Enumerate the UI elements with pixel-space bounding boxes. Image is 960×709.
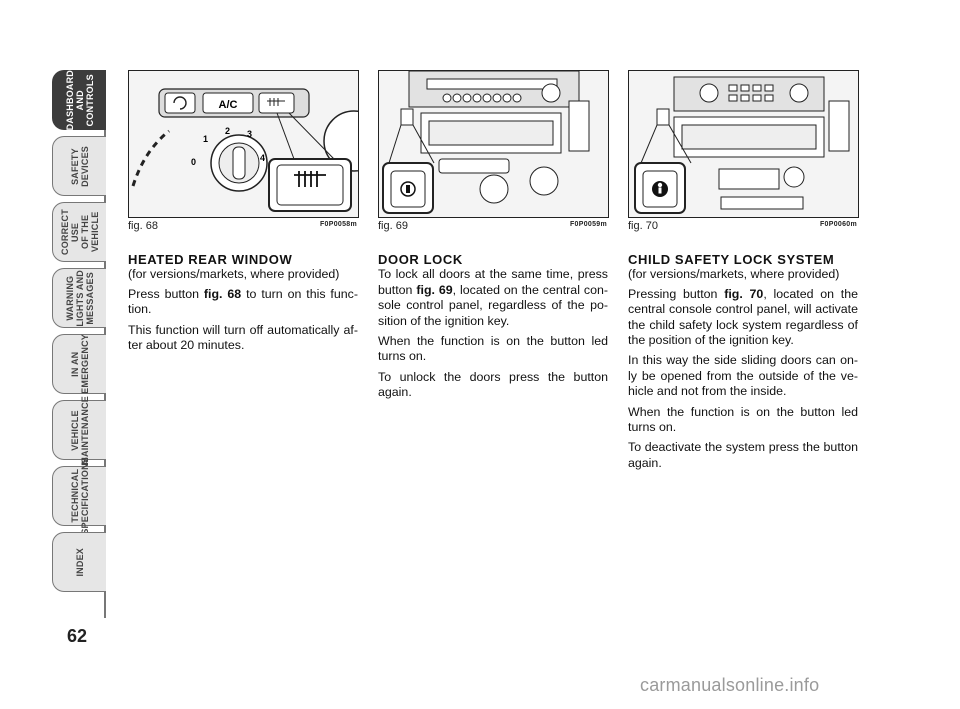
- tab-label: IN AN EMERGENCY: [69, 334, 90, 394]
- paragraph: To unlock the doors press the button aga…: [378, 369, 608, 400]
- figure-69-caption: fig. 69 F0P0059m: [378, 220, 607, 232]
- paragraph: This function will turn off automaticall…: [128, 322, 358, 353]
- dial-number: 4: [260, 153, 265, 163]
- paragraph: To lock all doors at the same time, pres…: [378, 267, 608, 328]
- figure-label: fig. 69: [378, 220, 408, 232]
- section-subtitle: (for versions/markets, where provided): [128, 267, 340, 282]
- paragraph: When the function is on the button led t…: [378, 334, 608, 364]
- tab-label: INDEX: [74, 547, 85, 577]
- tab-label: SAFETY DEVICES: [69, 145, 90, 187]
- section-door-lock: DOOR LOCK To lock all doors at the same …: [378, 252, 608, 406]
- tab-in-an-emergency[interactable]: IN AN EMERGENCY: [52, 334, 106, 394]
- tab-label: DASHBOARD AND CONTROLS: [64, 69, 95, 131]
- tab-warning-lights[interactable]: WARNING LIGHTS AND MESSAGES: [52, 268, 106, 328]
- paragraph: When the function is on the button led t…: [628, 404, 858, 435]
- paragraph: Press button fig. 68 to turn on this fun…: [128, 286, 358, 317]
- tab-label: WARNING LIGHTS AND MESSAGES: [64, 269, 95, 327]
- dial-number: 3: [247, 129, 252, 139]
- figure-label: fig. 70: [628, 220, 658, 232]
- tab-dashboard-and-controls[interactable]: DASHBOARD AND CONTROLS: [52, 70, 106, 130]
- section-heated-rear-window: HEATED REAR WINDOW (for versions/markets…: [128, 252, 358, 358]
- tab-label: TECHNICAL SPECIFICATIONS: [69, 457, 90, 535]
- tab-safety-devices[interactable]: SAFETY DEVICES: [52, 136, 106, 196]
- paragraph: To deactivate the system press the butto…: [628, 440, 858, 470]
- figure-70-child-safety-lock: [628, 70, 859, 218]
- console-child-lock-illustration: [629, 71, 858, 217]
- figure-reference[interactable]: fig. 68: [203, 286, 242, 301]
- dial-number: 1: [203, 134, 208, 144]
- tab-label: CORRECT USE OF THE VEHICLE: [59, 209, 100, 255]
- figure-68-caption: fig. 68 F0P0058m: [128, 220, 357, 232]
- heated-rear-window-icon: [294, 171, 326, 187]
- ac-button-label: A/C: [219, 99, 238, 111]
- dial-number: 2: [225, 126, 230, 136]
- figure-code: F0P0059m: [569, 221, 607, 228]
- paragraph: In this way the side sliding doors can o…: [628, 353, 858, 399]
- door-lock-icon: [400, 181, 416, 197]
- figure-reference[interactable]: fig. 69: [416, 282, 453, 297]
- figure-label: fig. 68: [128, 220, 158, 232]
- tab-correct-use[interactable]: CORRECT USE OF THE VEHICLE: [52, 202, 106, 262]
- tab-vehicle-maintenance[interactable]: VEHICLE MAINTENANCE: [52, 396, 106, 464]
- figure-code: F0P0060m: [819, 221, 857, 228]
- tab-technical-specifications[interactable]: TECHNICAL SPECIFICATIONS: [52, 457, 106, 535]
- dial-number: 0: [191, 157, 196, 167]
- figure-69-door-lock: [378, 70, 609, 218]
- tab-label: VEHICLE MAINTENANCE: [69, 395, 90, 465]
- section-title: HEATED REAR WINDOW: [128, 252, 293, 267]
- climate-panel-illustration: A/C 0 1 2 3 4: [129, 71, 358, 217]
- chapter-tabs: DASHBOARD AND CONTROLS SAFETY DEVICES CO…: [52, 70, 106, 598]
- page-number: 62: [66, 626, 88, 646]
- section-child-safety-lock: CHILD SAFETY LOCK SYSTEM (for versions/m…: [628, 252, 858, 476]
- child-lock-icon: [652, 181, 668, 197]
- tab-index[interactable]: INDEX: [52, 532, 106, 592]
- figure-reference[interactable]: fig. 70: [724, 286, 764, 301]
- figure-70-caption: fig. 70 F0P0060m: [628, 220, 857, 232]
- console-door-lock-illustration: [379, 71, 608, 217]
- section-title: CHILD SAFETY LOCK SYSTEM: [628, 252, 835, 267]
- figure-code: F0P0058m: [319, 221, 357, 228]
- paragraph: Pressing button fig. 70, located on the …: [628, 286, 858, 348]
- watermark: carmanualsonline.info: [640, 675, 820, 695]
- section-subtitle: (for versions/markets, where provided): [628, 267, 840, 282]
- section-title: DOOR LOCK: [378, 252, 463, 267]
- figure-68-heated-rear-window: A/C 0 1 2 3 4: [128, 70, 359, 218]
